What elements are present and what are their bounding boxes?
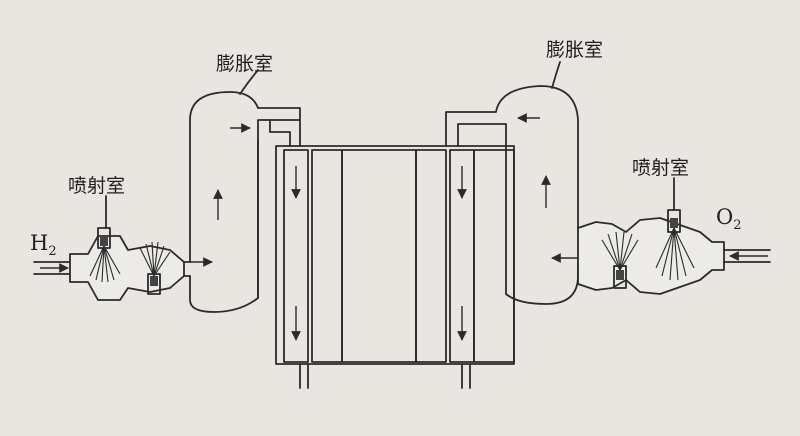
oxygen-inlet-pipe	[723, 249, 771, 263]
hydrogen-symbol: H	[30, 231, 48, 255]
right-injection-label: 喷射室	[632, 157, 689, 179]
left-nozzle-1-core	[100, 236, 108, 246]
cell-right-frame	[473, 149, 515, 363]
left-nozzle-2-core	[150, 276, 158, 286]
left-expansion-leader	[239, 69, 259, 95]
fuel-cell-stack	[275, 145, 515, 389]
right-expansion-label: 膨胀室	[546, 39, 603, 61]
anode-gas-channel	[283, 149, 309, 363]
cathode-terminal	[461, 363, 471, 389]
hydrogen-label: H2	[30, 231, 57, 259]
hydrogen-subscript: 2	[48, 244, 56, 259]
right-injection-chamber	[577, 217, 725, 295]
electrolyte	[341, 149, 417, 363]
left-spray-2	[139, 241, 171, 277]
oxygen-label: O2	[716, 205, 742, 233]
left-expansion-pipe-inner	[269, 119, 291, 147]
anode-terminal	[299, 363, 309, 389]
left-injection-label: 喷射室	[68, 175, 125, 197]
right-expansion-chamber	[445, 85, 579, 229]
left-injection-chamber	[69, 235, 185, 301]
oxygen-symbol: O	[716, 205, 733, 229]
cathode-electrode	[415, 149, 447, 363]
hydrogen-inlet-pipe	[33, 261, 71, 275]
right-nozzle-1-core	[670, 218, 678, 228]
right-oxygen-system	[445, 61, 771, 305]
right-expansion-leader	[551, 61, 561, 89]
right-expansion-inner	[457, 123, 579, 305]
left-hydrogen-system	[33, 69, 301, 313]
left-spray-1	[89, 245, 121, 283]
right-spray-2	[601, 231, 639, 271]
anode-electrode	[311, 149, 343, 363]
right-nozzle-2-core	[616, 270, 624, 280]
left-expansion-label: 膨胀室	[216, 53, 273, 75]
oxygen-subscript: 2	[733, 218, 741, 233]
right-spray-1	[655, 227, 695, 281]
